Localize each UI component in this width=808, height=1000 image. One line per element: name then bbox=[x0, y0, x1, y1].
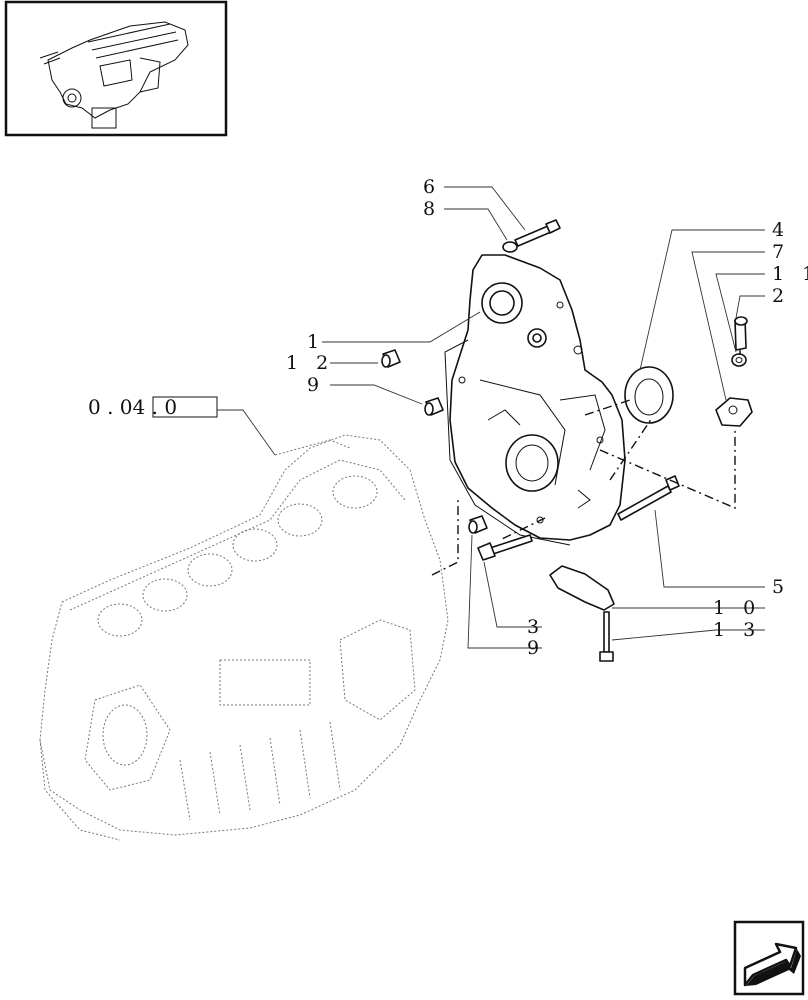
callout-4: 4 bbox=[772, 219, 784, 241]
top-bolt-part[interactable] bbox=[514, 219, 561, 247]
reference-text: 0 . 04 . 0 bbox=[88, 395, 177, 419]
cover-plate-part[interactable] bbox=[549, 565, 615, 611]
engine-thumbnail-icon bbox=[39, 21, 189, 129]
long-bolt-part[interactable] bbox=[617, 475, 680, 521]
callout-labels: 6 8 4 7 1 1 2 1 1 2 9 5 1 0 1 3 3 9 bbox=[286, 176, 808, 659]
small-washer-part[interactable] bbox=[731, 353, 747, 367]
leader-lines bbox=[322, 186, 765, 649]
callout-9-bottom: 9 bbox=[527, 637, 539, 659]
engine-block-ghost bbox=[39, 434, 449, 841]
callout-13: 1 3 bbox=[713, 619, 761, 641]
callout-7: 7 bbox=[772, 241, 784, 263]
seal-ring-part[interactable] bbox=[624, 366, 674, 424]
callout-2: 2 bbox=[772, 285, 784, 307]
callout-1: 1 bbox=[307, 331, 319, 353]
reference-label[interactable]: 0 . 04 . 0 bbox=[88, 395, 276, 456]
callout-10: 1 0 bbox=[713, 597, 761, 619]
dowel-9b-part[interactable] bbox=[468, 515, 488, 534]
bottom-screw-part[interactable] bbox=[599, 611, 614, 662]
timing-cover-part[interactable] bbox=[444, 254, 626, 546]
callout-5: 5 bbox=[772, 576, 784, 598]
dowel-12-part[interactable] bbox=[381, 349, 401, 368]
callout-6: 6 bbox=[423, 176, 435, 198]
small-bolt-part[interactable] bbox=[734, 316, 748, 351]
callout-12: 1 2 bbox=[286, 352, 334, 374]
assembly-lines bbox=[431, 350, 741, 576]
callout-8: 8 bbox=[423, 198, 435, 220]
dowel-9-part[interactable] bbox=[424, 397, 444, 416]
callout-3: 3 bbox=[527, 616, 539, 638]
next-page-button[interactable] bbox=[733, 920, 805, 996]
callout-11: 1 1 bbox=[772, 263, 808, 285]
next-page-arrow-icon bbox=[743, 942, 801, 987]
engine-thumbnail[interactable] bbox=[4, 0, 228, 137]
callout-9-top: 9 bbox=[307, 374, 319, 396]
screw-3-part[interactable] bbox=[477, 534, 533, 561]
top-washer-part[interactable] bbox=[502, 241, 518, 253]
flange-bracket-part[interactable] bbox=[715, 397, 753, 427]
